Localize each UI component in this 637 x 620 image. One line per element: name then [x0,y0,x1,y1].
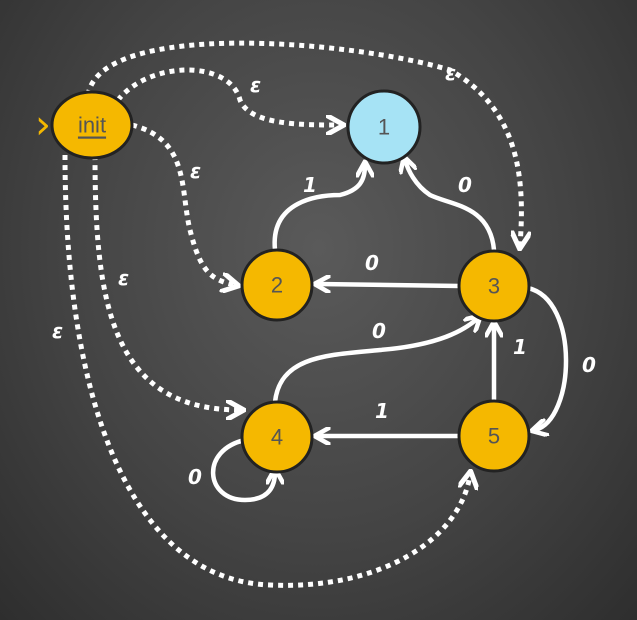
edge-label: ε [118,266,129,290]
edge-2-1 [272,165,365,251]
edge-label: 0 [458,173,472,197]
edge-init-5 [62,154,470,588]
edge-init-4 [92,154,240,410]
edge-4-3 [272,318,478,403]
edge-init-1 [116,67,340,125]
node-label: 5 [488,424,500,449]
edge-4-4 [210,437,275,503]
node-5[interactable]: 5 [457,399,531,473]
edge-label: 1 [513,335,527,359]
edge-label: ε [445,61,456,85]
edge-label: 1 [303,173,317,197]
node-label: 4 [271,425,283,450]
edge-3-5 [527,285,569,430]
edge-label: ε [52,319,63,343]
node-4[interactable]: 4 [240,400,314,474]
node-label: 1 [378,115,390,140]
node-label: 3 [488,274,500,299]
node-2[interactable]: 2 [240,248,314,322]
edge-label: 1 [375,399,389,423]
edge-3-1 [405,160,497,251]
node-init[interactable]: init [50,90,134,160]
edge-label: 0 [188,465,202,489]
node-3[interactable]: 3 [457,249,531,323]
node-label: 2 [271,273,283,298]
start-marker-icon: › [35,102,51,148]
edge-label: ε [250,73,261,97]
edge-label: 0 [372,319,386,343]
edge-label: ε [190,159,201,183]
edge-label: 0 [365,251,379,275]
node-label: init [78,113,106,138]
edge-init-3 [85,40,521,245]
edge-3-2 [318,284,461,286]
edge-init-2 [131,122,235,285]
edge-label: 0 [582,353,596,377]
node-1[interactable]: 1 [346,89,422,165]
